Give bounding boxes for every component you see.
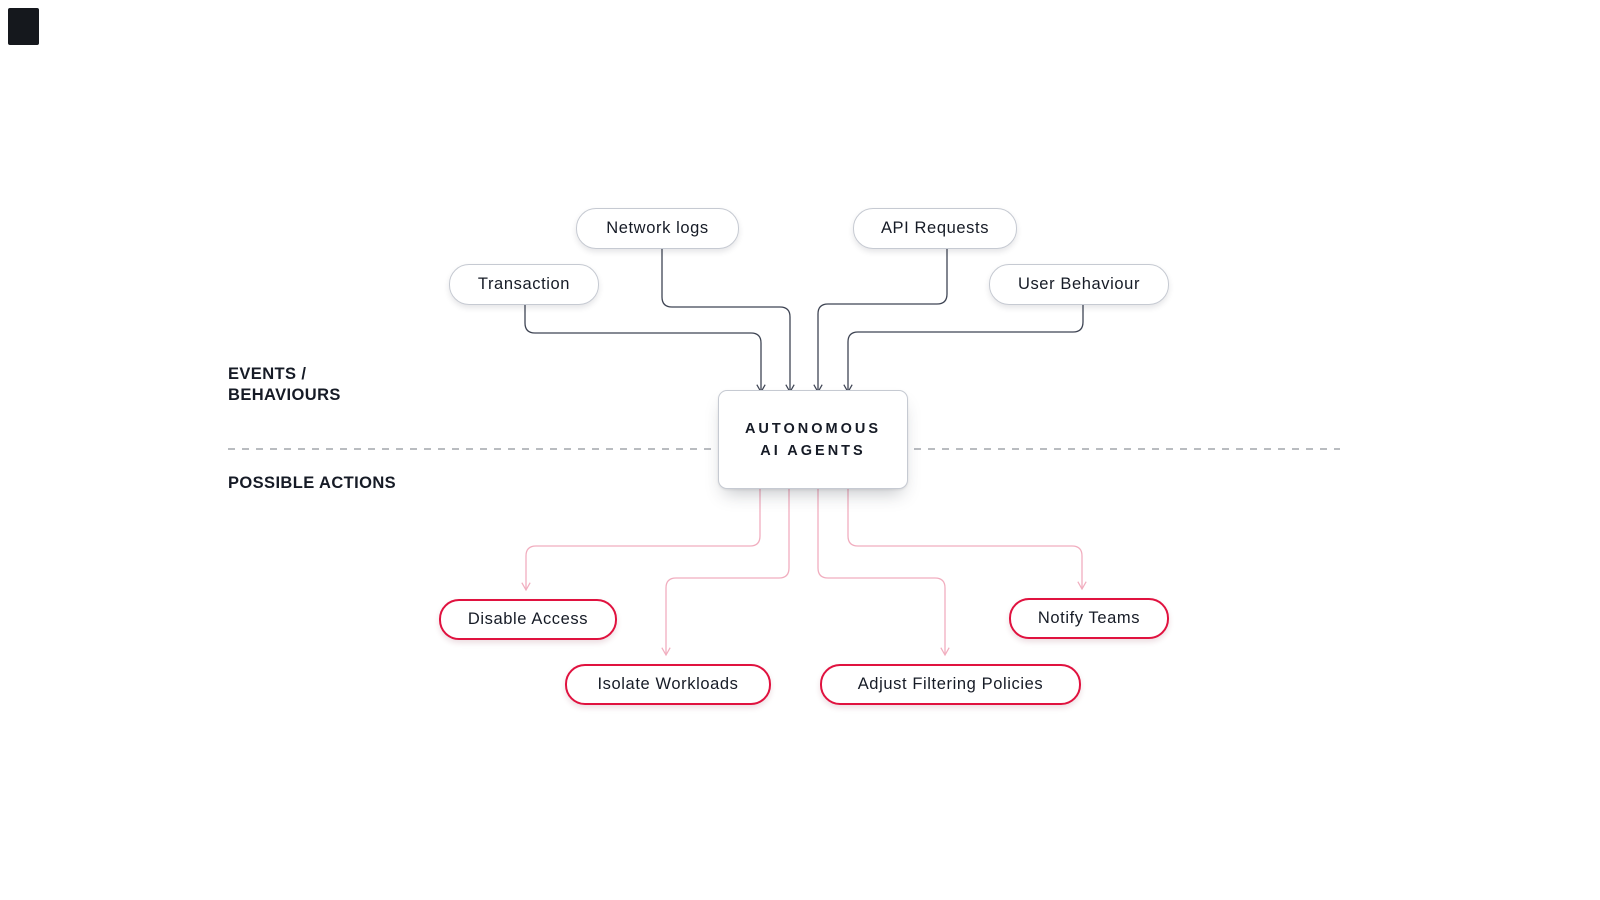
actions-section-label: POSSIBLE ACTIONS [228,474,397,492]
node-label: API Requests [880,219,990,237]
node-label: Notify Teams [1037,609,1141,627]
corner-logo-mark [8,8,39,45]
node-label: Isolate Workloads [597,675,739,693]
connector-api-requests [813,247,948,394]
connector-transaction [524,303,766,394]
node-label: Disable Access [467,610,589,628]
connector-user-behaviour [843,303,1084,394]
connector-disable-access [521,489,761,592]
connector-network-logs [661,247,795,394]
node-disable-access: Disable Access [439,599,617,640]
node-api-requests: API Requests [853,208,1017,249]
events-section-label: EVENTS / BEHAVIOURS [228,364,341,406]
node-network-logs: Network logs [576,208,739,249]
connector-notify-teams [847,489,1087,591]
node-isolate-workloads: Isolate Workloads [565,664,771,705]
events-label-line1: EVENTS / [228,365,307,383]
node-label: Network logs [606,219,709,237]
node-autonomous-ai-agents: AUTONOMOUS AI AGENTS [718,390,908,489]
node-transaction: Transaction [449,264,599,305]
center-title-line1: AUTONOMOUS [744,420,882,437]
node-adjust-filtering-policies: Adjust Filtering Policies [820,664,1081,705]
connector-adjust-filtering [817,489,950,657]
node-user-behaviour: User Behaviour [989,264,1169,305]
node-label: Transaction [477,275,571,293]
events-label-line2: BEHAVIOURS [228,386,341,404]
connector-isolate-workloads [661,489,790,657]
node-label: User Behaviour [1017,275,1141,293]
center-title-line2: AI AGENTS [760,442,866,459]
node-label: Adjust Filtering Policies [857,675,1044,693]
node-notify-teams: Notify Teams [1009,598,1169,639]
